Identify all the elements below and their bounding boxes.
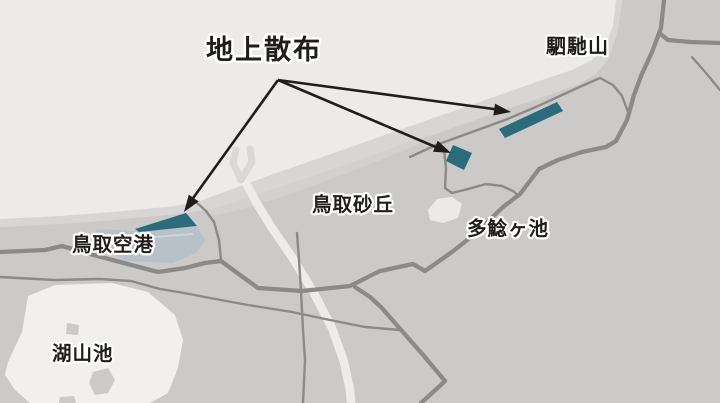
dune-east-road <box>442 148 521 198</box>
arrow-heads <box>184 103 511 212</box>
river-mouth-east-arm <box>237 145 256 184</box>
bypass-branch-east <box>656 30 720 46</box>
coast-road-east <box>408 76 630 159</box>
arrow-lines <box>189 78 502 202</box>
arrow-line-airport <box>189 79 280 202</box>
lake-island-north <box>66 323 79 335</box>
south-zigzag-road <box>352 284 448 403</box>
spray-area-dune-west <box>446 145 472 170</box>
lake-island-large <box>89 368 115 395</box>
label-pond: 多鯰ヶ池 <box>467 217 549 240</box>
roads-thin <box>0 55 720 403</box>
label-airport: 鳥取空港 <box>72 233 154 256</box>
dune-slope <box>205 134 430 215</box>
spray-area-airport <box>135 213 197 232</box>
runway-line <box>101 233 194 242</box>
dune-west-road <box>194 200 223 262</box>
tanenega-pond <box>428 197 462 223</box>
arrow-line-east-strip <box>277 78 502 112</box>
east-edge-road <box>690 55 720 92</box>
river-mouth-forks <box>229 145 256 184</box>
spray-area-coast-east <box>499 102 563 138</box>
north-south-road <box>295 231 307 403</box>
shichiyama-bypass <box>422 0 667 274</box>
figure-title: 地上散布 <box>206 35 322 65</box>
coastal-highway-west <box>0 243 428 294</box>
arrow-line-dune-patch <box>277 78 439 150</box>
lake-koyama <box>5 283 183 403</box>
label-mountain: 駟馳山 <box>546 34 609 58</box>
label-lake: 湖山池 <box>52 342 114 365</box>
label-dunes: 鳥取砂丘 <box>312 193 394 216</box>
lake-islands <box>59 323 115 403</box>
arrow-head-airport <box>184 194 199 212</box>
river-mouth-west-arm <box>229 146 245 184</box>
lake-island-small <box>59 396 76 403</box>
arrow-head-dune-patch <box>433 140 451 153</box>
south-diagonal-road <box>0 275 402 332</box>
arrow-head-east-strip <box>493 103 511 116</box>
chiyo-river <box>238 172 356 403</box>
